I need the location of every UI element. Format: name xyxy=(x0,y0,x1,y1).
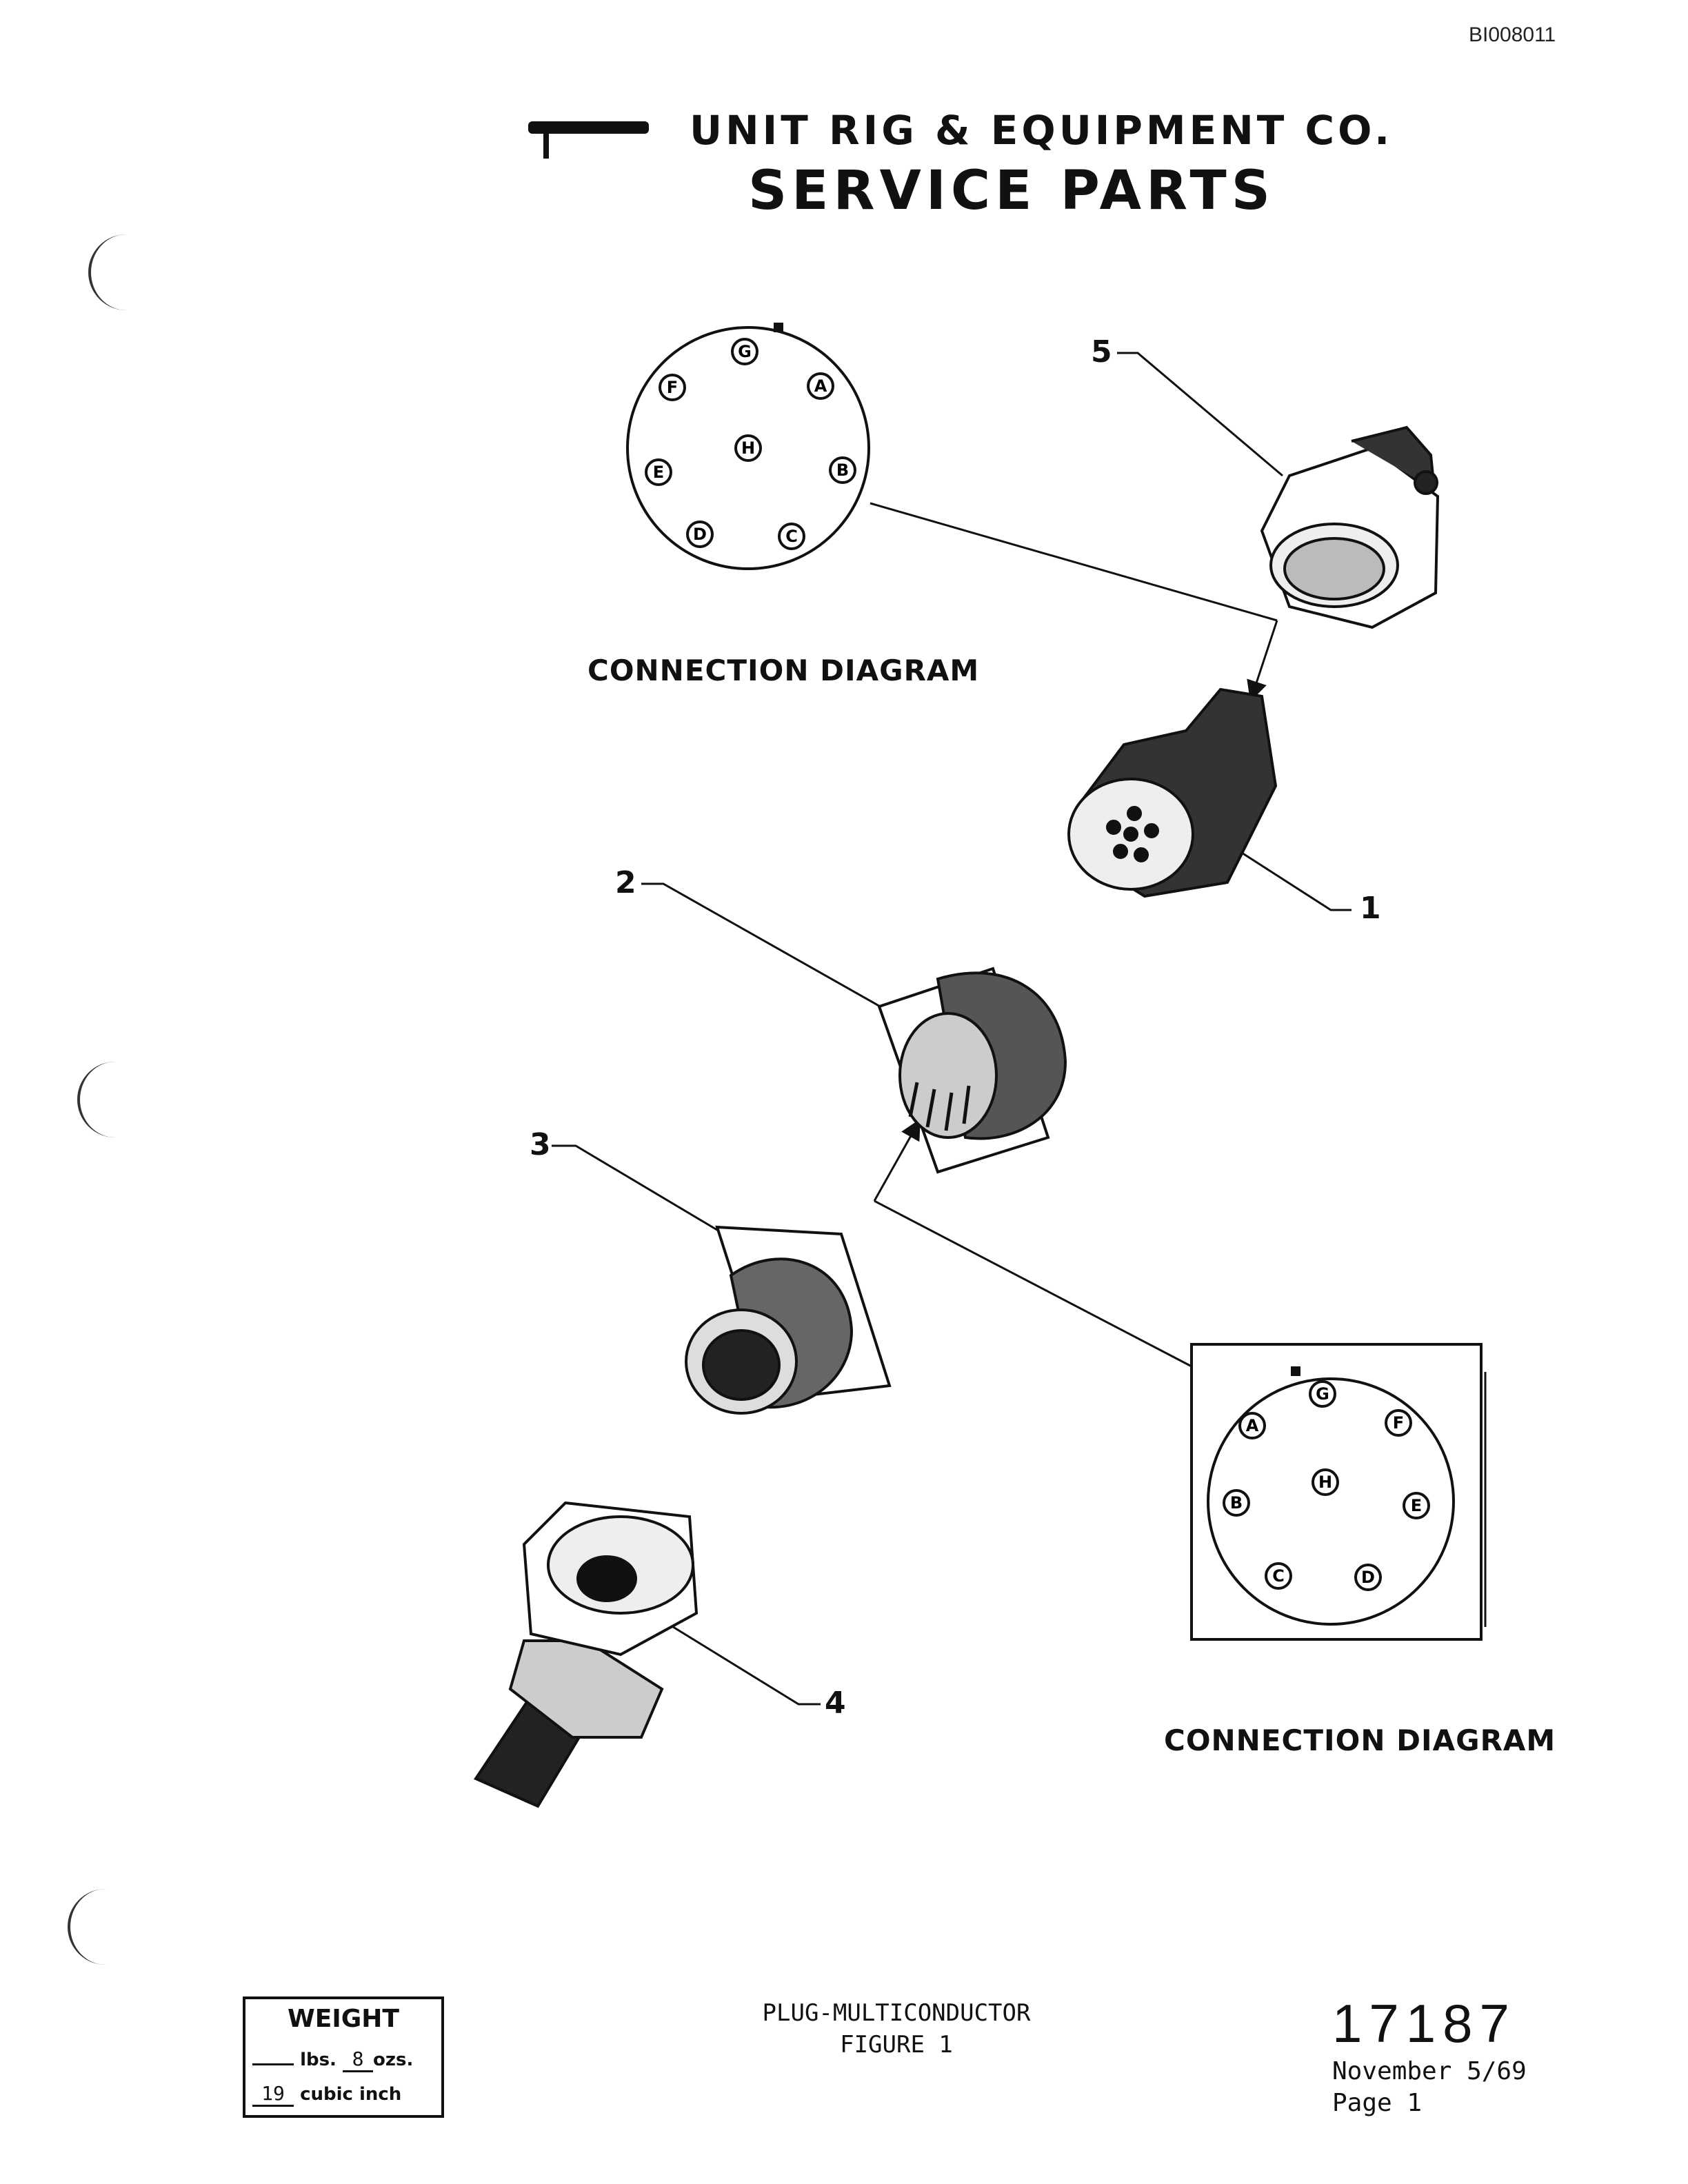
callout-1: 1 xyxy=(1360,891,1381,926)
figure-number: FIGURE 1 xyxy=(840,2031,953,2059)
pin-layout-bottom: G A F H B E C D xyxy=(1223,1380,1430,1591)
callout-2: 2 xyxy=(615,865,636,900)
bottom-pin-h-label: H xyxy=(1318,1473,1332,1492)
callout-4: 4 xyxy=(825,1686,846,1721)
bottom-pin-c-label: C xyxy=(1272,1566,1285,1586)
part-5-coupling-nut xyxy=(1260,425,1440,629)
top-pin-f-circle xyxy=(659,374,686,401)
top-pin-d-label: D xyxy=(693,525,707,544)
company-name: UNIT RIG & EQUIPMENT CO. xyxy=(690,107,1394,154)
bottom-pin-b-circle xyxy=(1223,1489,1250,1517)
bottom-pin-d-circle xyxy=(1354,1564,1382,1591)
callout-3: 3 xyxy=(530,1127,551,1162)
part-2-flange-receptacle xyxy=(877,967,1067,1174)
top-pin-e-circle xyxy=(645,458,672,486)
connection-diagram-top xyxy=(626,323,870,570)
punch-hole-top xyxy=(88,234,132,310)
figure-title: PLUG-MULTICONDUCTOR xyxy=(762,1999,1031,2027)
weight-lbs-value xyxy=(252,2063,294,2065)
bottom-pin-h-circle xyxy=(1312,1468,1339,1496)
punch-hole-middle xyxy=(77,1062,121,1138)
document-date: November 5/69 xyxy=(1332,2057,1527,2085)
bottom-pin-a-label: A xyxy=(1246,1416,1259,1435)
bottom-pin-f-label: F xyxy=(1393,1413,1404,1433)
part-number: 17187 xyxy=(1332,1993,1516,2054)
top-pin-b-label: B xyxy=(836,461,849,480)
top-pin-g-circle xyxy=(731,338,758,365)
weight-ozs-label: ozs. xyxy=(373,2050,414,2070)
weight-cubic-value: 19 xyxy=(252,2082,294,2107)
connection-diagram-caption-bottom: CONNECTION DIAGRAM xyxy=(1164,1723,1556,1757)
part-4-cable-plug xyxy=(474,1501,699,1808)
punch-hole-bottom xyxy=(68,1889,112,1965)
weight-cubic-row: 19 cubic inch xyxy=(252,2082,401,2107)
top-pin-e-label: E xyxy=(653,463,664,482)
top-pin-c-circle xyxy=(778,523,805,550)
top-pin-h-label: H xyxy=(741,438,755,458)
callout-5: 5 xyxy=(1091,334,1112,370)
top-pin-f-label: F xyxy=(667,378,678,397)
bottom-pin-f-circle xyxy=(1385,1409,1412,1437)
company-logo xyxy=(528,121,649,159)
top-pin-a-label: A xyxy=(814,376,827,396)
bottom-pin-g-label: G xyxy=(1316,1384,1329,1404)
bottom-pin-e-label: E xyxy=(1411,1496,1422,1515)
part-3-receptacle xyxy=(685,1225,892,1415)
bottom-pin-g-circle xyxy=(1309,1380,1336,1408)
connection-diagram-caption-top: CONNECTION DIAGRAM xyxy=(587,654,980,687)
weight-cubic-label: cubic inch xyxy=(300,2084,402,2105)
connection-diagram-bottom xyxy=(1190,1343,1487,1641)
bottom-pin-a-circle xyxy=(1238,1412,1266,1439)
top-pin-g-label: G xyxy=(738,342,752,361)
top-pin-d-circle xyxy=(686,520,714,548)
bottom-pin-e-circle xyxy=(1403,1492,1430,1519)
part-1-plug-body xyxy=(1067,687,1278,898)
top-pin-h-circle xyxy=(734,434,762,462)
page-title: SERVICE PARTS xyxy=(748,160,1275,222)
weight-lbs-label: lbs. xyxy=(300,2050,336,2070)
pin-layout-top: G A F H B E D C xyxy=(645,338,856,550)
document-id: BI008011 xyxy=(1469,23,1556,46)
weight-title: WEIGHT xyxy=(288,2005,399,2033)
page-number: Page 1 xyxy=(1332,2089,1423,2117)
bottom-pin-b-label: B xyxy=(1230,1493,1243,1513)
top-pin-a-circle xyxy=(807,372,834,400)
weight-ozs-value: 8 xyxy=(343,2048,374,2072)
bottom-pin-c-circle xyxy=(1265,1562,1292,1590)
top-pin-c-label: C xyxy=(785,527,798,546)
bottom-pin-d-label: D xyxy=(1361,1568,1375,1587)
top-pin-b-circle xyxy=(829,456,856,484)
